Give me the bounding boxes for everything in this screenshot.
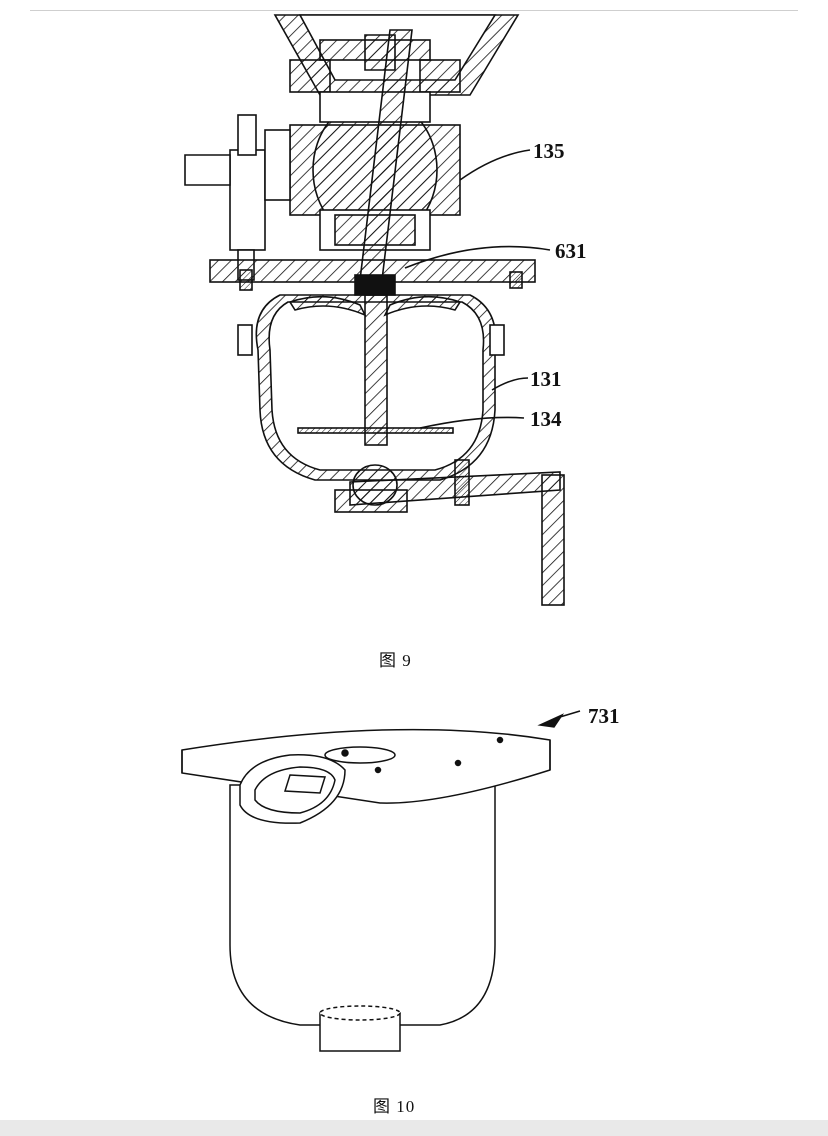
figure-9-drawing: 135 631 131 134 (184, 14, 587, 606)
ref-label-131: 131 (530, 367, 562, 391)
figure-10-drawing: 731 (181, 704, 620, 1052)
page-bottom-bar (0, 1120, 828, 1136)
ref-label-135: 135 (533, 139, 565, 163)
ref-label-631: 631 (555, 239, 587, 263)
figure-9-caption: 图 9 (379, 651, 412, 670)
ref-label-134: 134 (530, 407, 562, 431)
header-rule (30, 10, 798, 11)
figure-10-caption: 图 10 (373, 1097, 416, 1116)
ref-label-731: 731 (588, 704, 620, 728)
